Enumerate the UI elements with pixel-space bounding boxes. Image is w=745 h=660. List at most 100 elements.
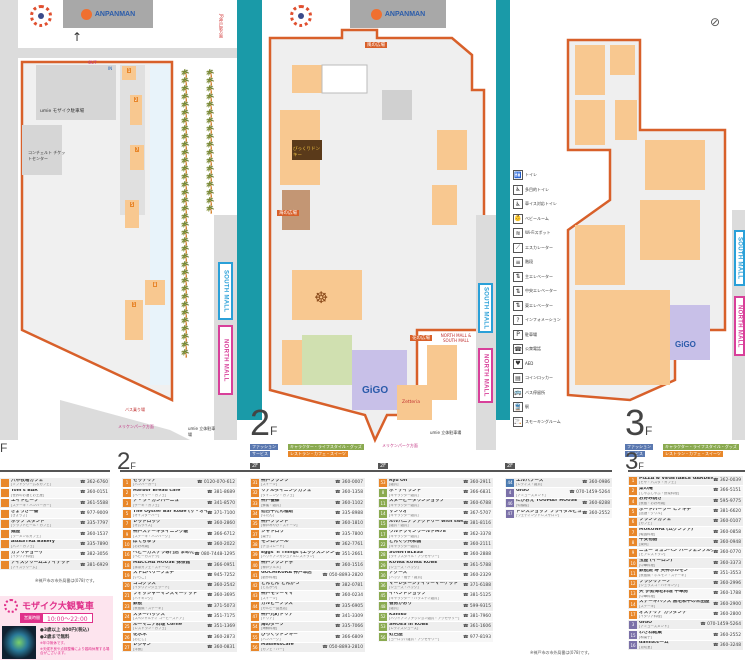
south-mall-label-3f[interactable]: SOUTH MALL <box>734 230 745 286</box>
legend-label: コインロッカー <box>525 375 553 381</box>
shop-block[interactable]: 7 <box>130 145 144 170</box>
zetteria-sign[interactable]: Zetteria <box>402 400 421 405</box>
north-mall-label-3f[interactable]: NORTH MALL <box>734 296 745 356</box>
shop-block[interactable]: 2 <box>130 95 142 125</box>
directory-entry[interactable]: Tom's BAR[世界のお酒とお土産]☎ 360-0151 <box>0 488 110 499</box>
north-mall-label-1f[interactable]: NORTH MALL <box>218 325 233 395</box>
anpanman-museum[interactable]: ANPANMAN <box>350 0 446 28</box>
anpanman-museum[interactable]: ANPANMAN <box>63 0 153 28</box>
gigo-logo-2f[interactable]: GiGO <box>362 385 389 396</box>
gigo-logo-3f[interactable]: GiGO <box>675 340 696 349</box>
south-mall-label-1f[interactable]: SOUTH MALL <box>218 262 233 320</box>
south-mall-label-2f[interactable]: SOUTH MALL <box>478 283 493 333</box>
directory-entry[interactable]: エイトビーフ[ステーキ・ハンバーガー]☎ 361-5588 <box>0 498 110 509</box>
shop-block[interactable]: 1 <box>125 300 143 340</box>
bikkuri-donkey-sign[interactable]: びっくりドンキー <box>293 147 320 158</box>
directory-entry[interactable]: 六甲牧場カフェ[ソフトクリーム＆カフェ]☎ 362-6760 <box>0 478 110 489</box>
north-south-mall-direction[interactable]: NORTH MALL & SOUTH MALL <box>440 333 472 343</box>
shop-block[interactable]: 1 <box>122 66 136 80</box>
shop-block[interactable]: 5 <box>125 200 139 228</box>
shop-block[interactable]: 8 <box>145 280 165 305</box>
directory-entry[interactable]: ぎょうざ一番[ぎょうざ]☎ 977-9009 <box>0 508 110 520</box>
north-mall-label-2f[interactable]: NORTH MALL <box>478 348 493 403</box>
directory-entry[interactable]: 麺屋[ラーメン＆カフェ]☎ 360-1537 <box>0 529 110 540</box>
directory-entry[interactable]: カプリチョーザ[イタリア料理]☎ 382-3056 <box>0 550 110 561</box>
directory-entry[interactable]: アイスクリームユナイテッド[アイスクリーム]☎ 381-6929 <box>0 560 110 571</box>
directory-entry[interactable]: AGASTRA Bakery[パン・カフェ]☎ 335-7890 <box>0 539 110 551</box>
directory-entry[interactable]: ホップ スタンド[クラフトビール・カフェ]☎ 335-7797 <box>0 519 110 530</box>
